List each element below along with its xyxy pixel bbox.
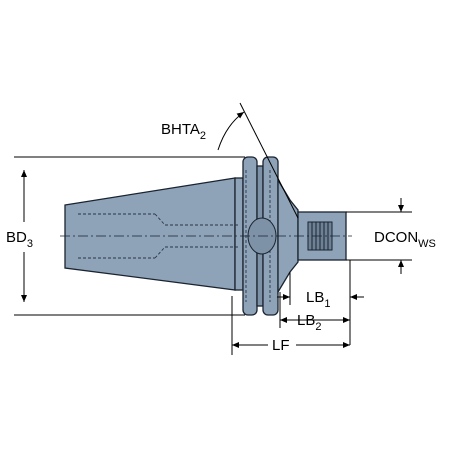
dim-bhta <box>217 102 299 219</box>
dim-dcon <box>346 198 412 274</box>
dim-lb2 <box>279 292 350 328</box>
dim-lf <box>231 296 350 355</box>
lf-label: LF <box>272 337 290 354</box>
lb2-label: LB2 <box>297 312 321 333</box>
dcon-label: DCONWS <box>374 229 436 250</box>
taper-shank <box>64 177 236 291</box>
bhta-label: BHTA2 <box>161 121 206 142</box>
collar <box>234 177 244 291</box>
dim-lb1 <box>277 260 364 345</box>
lb1-label: LB1 <box>306 289 330 310</box>
bd-label: BD3 <box>6 229 33 250</box>
dim-bd <box>14 156 245 316</box>
